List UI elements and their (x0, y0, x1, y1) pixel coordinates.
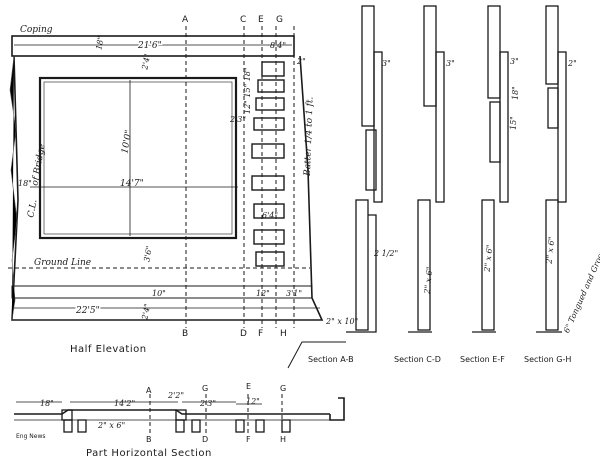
bottom-length: 22'5" (75, 306, 100, 316)
section-letters-top: A C E G (182, 15, 283, 25)
step-12: 12" (256, 289, 270, 298)
section-cd-bottom (408, 199, 432, 333)
dim-2-half: 2 1/2" (373, 249, 398, 258)
svg-text:D: D (240, 329, 247, 339)
section-dim-2-d: 2" (567, 59, 577, 68)
svg-text:E: E (246, 382, 251, 391)
svg-text:D: D (202, 435, 208, 444)
horizontal-section: 18" 14'2" 2'2" 2'3" 12" 2" x 6" A G E G … (14, 382, 345, 459)
section-cd-label: Section C-D (394, 355, 441, 364)
dim-3-6: 3'6" (142, 245, 154, 262)
coping-right-dim: 8'4" (270, 41, 286, 50)
section-gh-label: Section G-H (524, 355, 571, 364)
eng-news-mark: Eng News (16, 433, 46, 440)
plank-2x6-c: 2" x 6" (545, 236, 557, 265)
plan-dim-2-2: 2'2" (167, 391, 184, 400)
section-ab-top (361, 5, 383, 203)
svg-text:G: G (202, 384, 208, 393)
plank-2x6-b: 2" x 6" (483, 244, 495, 273)
bridge-label: of Bridge (30, 143, 47, 186)
section-ab-label: Section A-B (308, 355, 354, 364)
dim-10: 10" (152, 289, 166, 298)
section-letters-bottom: B D F H (182, 329, 287, 339)
coping-label: Coping (20, 25, 53, 35)
section-gh-top (545, 5, 567, 203)
svg-text:B: B (182, 329, 188, 339)
section-ef-bottom (472, 199, 496, 333)
svg-text:H: H (280, 329, 287, 339)
wing-steps (251, 61, 285, 267)
plank-2x6-a: 2" x 6" (423, 266, 435, 295)
plan-letters-bottom: B D F H (146, 435, 286, 444)
ground-line: Ground Line (34, 258, 91, 268)
section-dim-3-b: 3" (446, 59, 455, 68)
section-dim-3-c: 3" (510, 57, 519, 66)
dim-2-4-top: 2'4" (140, 53, 152, 71)
svg-text:F: F (258, 329, 263, 339)
svg-text:C: C (240, 15, 246, 25)
plan-dim-2-6: 2" x 6" (97, 421, 125, 430)
plan-outline (14, 409, 330, 415)
dim-2-3: 2'3" (229, 115, 246, 124)
section-gh-bottom (536, 199, 562, 333)
steps-vertical: 12" 15" 18" (243, 67, 252, 114)
svg-text:F: F (246, 435, 251, 444)
half-elevation: Coping 21'6" 18" 8'4" 2" A C E G B D F H (8, 15, 324, 355)
plan-dim-12: 12" (246, 397, 260, 406)
section-dim-18: 18" (511, 86, 520, 100)
coping-length: 21'6" (137, 41, 162, 51)
sections: 3" 3" 3" 2" 18" 15" 2" x 6" 2" x 6" 2" x… (287, 5, 600, 369)
plan-dim-14-2: 14'2" (114, 399, 135, 408)
plank-2x10: 2" x 10" (325, 317, 358, 326)
svg-text:E: E (258, 15, 264, 25)
svg-text:A: A (182, 15, 189, 25)
plan-dim-2-3: 2'3" (199, 399, 216, 408)
horizontal-section-title: Part Horizontal Section (86, 448, 212, 459)
offset-18-left: 18" (18, 179, 32, 188)
width-14-7: 14'7" (120, 179, 144, 189)
step-3-1: 3'1" (286, 289, 302, 298)
dim-2-4-bottom: 2'4" (140, 303, 152, 321)
section-ef-label: Section E-F (460, 355, 505, 364)
wall-outline (11, 55, 324, 321)
section-ab-bottom (346, 199, 377, 333)
section-ef-top (487, 5, 509, 203)
svg-text:G: G (276, 15, 283, 25)
section-cd-top (423, 5, 445, 203)
coping-slab (11, 35, 295, 57)
section-dim-15: 15" (509, 116, 518, 130)
batter-label: Batter 1/4 to 1 ft. (303, 96, 316, 177)
height-10: 10'0" (120, 129, 134, 154)
svg-text:B: B (146, 435, 152, 444)
half-elevation-title: Half Elevation (70, 344, 147, 355)
tongued-grooved: 6" Tongued and Grooved (562, 239, 600, 334)
section-dim-3-a: 3" (382, 59, 391, 68)
plan-letters-top: A G E G (146, 382, 286, 395)
dim-6-4: 6'4" (262, 211, 278, 220)
cl-label: C.L. (26, 199, 39, 219)
bridge-opening (38, 76, 238, 240)
offset-18-top: 18" (94, 35, 105, 50)
svg-text:H: H (280, 435, 286, 444)
plan-dim-18: 18" (40, 399, 54, 408)
svg-text:G: G (280, 384, 286, 393)
svg-text:A: A (146, 386, 152, 395)
plan-blocks (61, 409, 291, 433)
